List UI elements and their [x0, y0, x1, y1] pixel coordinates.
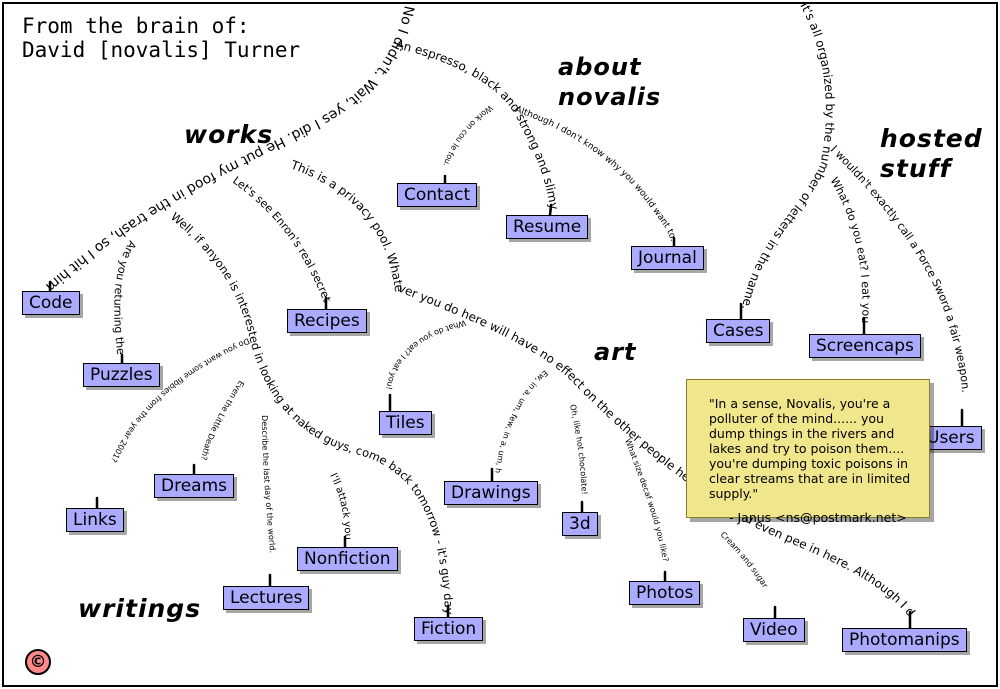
fiction-link[interactable]: Fiction	[414, 617, 484, 641]
resume-link[interactable]: Resume	[506, 215, 589, 239]
quote-attribution: - Janus <ns@postmark.net>	[729, 510, 907, 525]
section-label-hosted: hosted stuff	[880, 124, 983, 183]
branch-text-3d: Oh, like hot chocolate!	[568, 404, 589, 495]
section-label-about: about novalis	[558, 53, 662, 111]
branch-text-hosted: It's all organized by the number of lett…	[739, 0, 837, 311]
header-line-2: David [novalis] Turner	[22, 38, 301, 62]
nonfiction-link[interactable]: Nonfiction	[297, 547, 398, 571]
branch-text-nonfiction: I'll attack you!	[0, 0, 353, 540]
links-link[interactable]: Links	[66, 508, 124, 532]
tiles-link[interactable]: Tiles	[379, 411, 432, 435]
copyright-icon[interactable]: ©	[25, 649, 51, 675]
code-link[interactable]: Code	[22, 291, 80, 315]
branch-text-lectures: Describe the last day of the world.	[260, 415, 277, 553]
cases-link[interactable]: Cases	[706, 319, 771, 343]
dreams-link[interactable]: Dreams	[154, 474, 234, 498]
users-link[interactable]: Users	[920, 426, 982, 450]
quote-box: "In a sense, Novalis, you're a polluter …	[686, 379, 930, 525]
video-link[interactable]: Video	[743, 618, 805, 642]
branch-text-dreams: Even the Little Death?	[199, 379, 246, 461]
branch-text-tiles: What do you eat? I eat you!	[384, 318, 467, 390]
quote-text: "In a sense, Novalis, you're a polluter …	[709, 396, 911, 501]
branch-text-contact: Work on cou le fou.	[442, 103, 495, 167]
section-label-writings: writings	[78, 594, 202, 623]
lectures-link[interactable]: Lectures	[223, 586, 310, 610]
photomanips-link[interactable]: Photomanips	[842, 628, 967, 652]
connector-stubs	[48, 174, 964, 630]
section-label-works: works	[184, 120, 274, 149]
photos-link[interactable]: Photos	[629, 581, 701, 605]
recipes-link[interactable]: Recipes	[287, 309, 367, 333]
journal-link[interactable]: Journal	[631, 246, 704, 270]
section-label-art: art	[594, 338, 637, 366]
branch-text-video: Cream and sugar	[719, 530, 770, 590]
3d-link[interactable]: 3d	[562, 512, 598, 536]
header-line-1: From the brain of:	[22, 14, 250, 38]
contact-link[interactable]: Contact	[397, 183, 478, 207]
screencaps-link[interactable]: Screencaps	[809, 334, 921, 358]
puzzles-link[interactable]: Puzzles	[83, 363, 160, 387]
drawings-link[interactable]: Drawings	[444, 481, 538, 505]
branch-text-privacy: This is a privacy pool. Whatever you do …	[0, 0, 918, 619]
author-header: From the brain of:David [novalis] Turner	[22, 14, 300, 62]
